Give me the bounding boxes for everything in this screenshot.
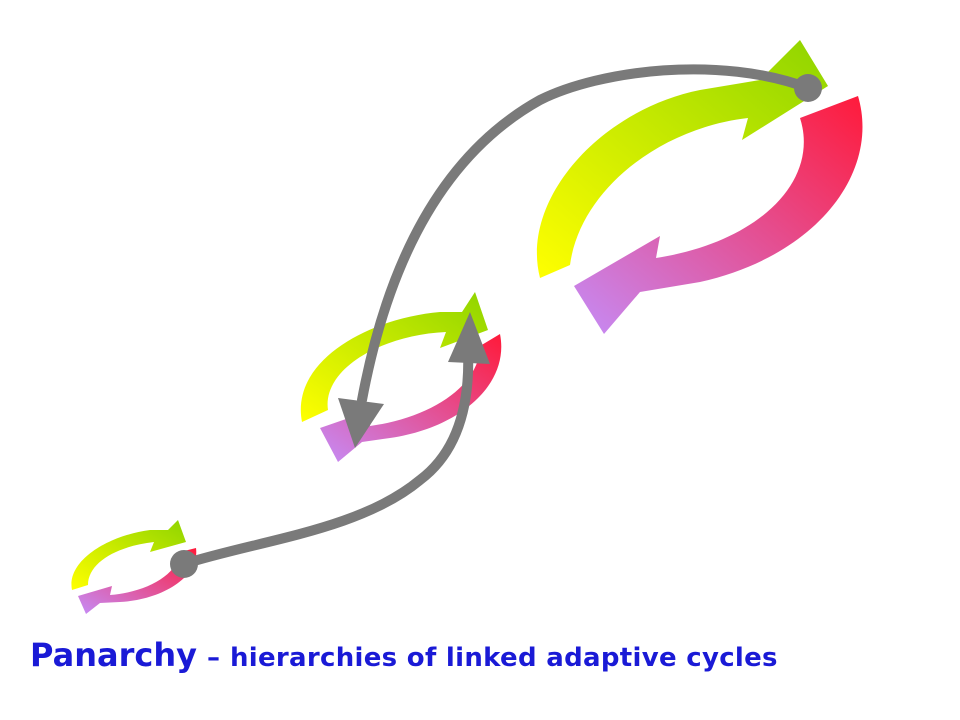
revolt-connector-arrowhead [448,312,490,364]
caption-separator: – [206,643,220,673]
remember-connector-line [357,64,813,405]
caption: Panarchy–hierarchies of linked adaptive … [30,636,778,674]
revolt-connector-origin-dot [170,550,198,578]
remember-connector-origin-dot [794,74,822,102]
revolt-connector [170,312,490,578]
small-cycle-upper-arrow [71,520,186,590]
remember-connector [338,64,822,448]
caption-subtitle: hierarchies of linked adaptive cycles [229,643,778,673]
small-cycle [71,520,197,614]
large-cycle-upper-arrow [536,40,828,278]
small-cycle-lower-arrow [78,548,197,614]
large-cycle-lower-arrow [574,96,863,334]
medium-cycle-upper-arrow [300,292,488,422]
remember-connector-arrowhead [338,398,384,448]
revolt-connector-line [179,345,474,569]
caption-title: Panarchy [30,636,197,674]
large-cycle [536,40,863,334]
